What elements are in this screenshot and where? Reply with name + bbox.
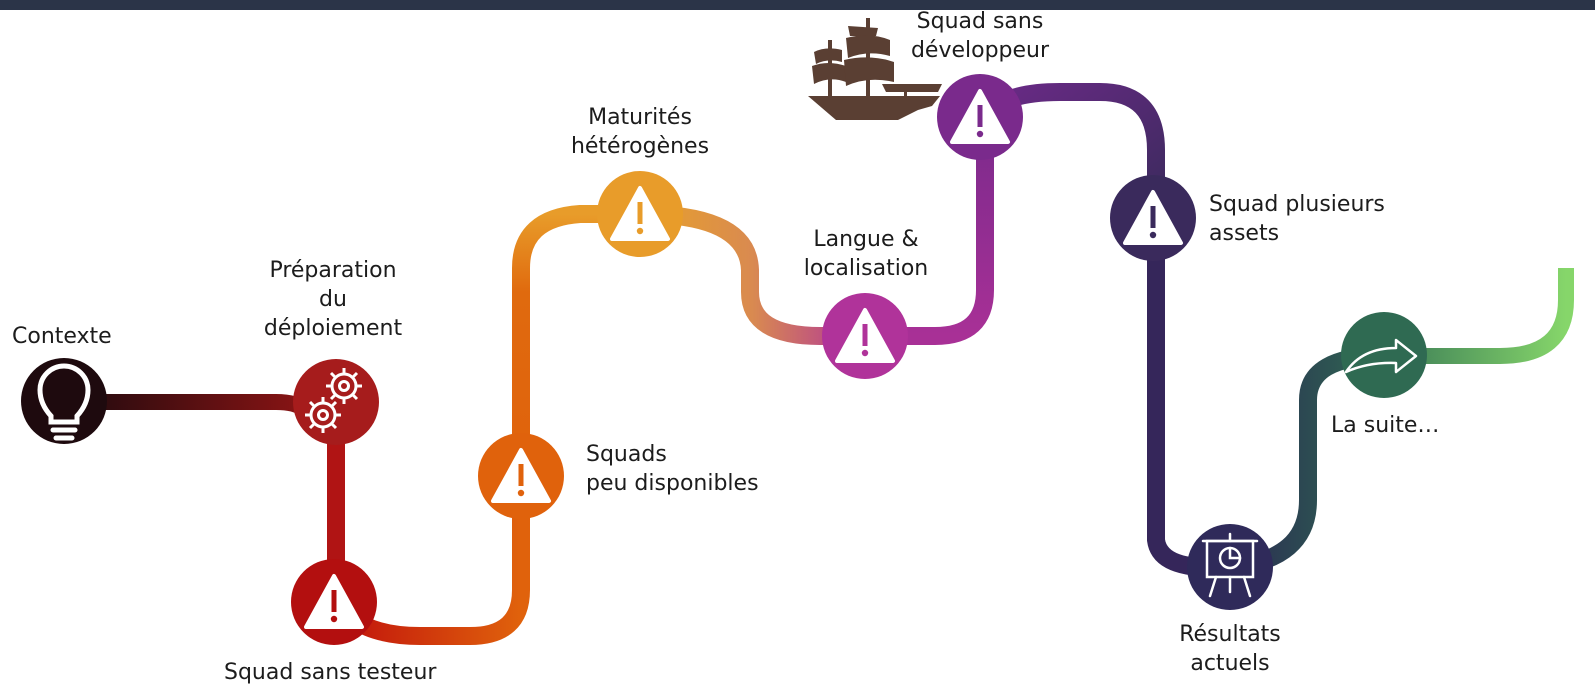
langue-node xyxy=(822,293,908,379)
squad-sans-testeur-node xyxy=(291,559,377,645)
warning-icon xyxy=(835,308,895,363)
squads-peu-disponibles-node xyxy=(478,433,564,519)
warning-icon xyxy=(610,186,670,241)
squad-sans-developpeur-node xyxy=(937,74,1023,160)
la-suite-label: La suite… xyxy=(1331,413,1440,438)
warning-icon xyxy=(304,574,364,629)
resultats-node xyxy=(1187,524,1273,610)
squad-plusieurs-assets-label: Squad plusieurs assets xyxy=(1209,192,1385,246)
contexte-node xyxy=(21,358,107,444)
arrow-right-icon xyxy=(1344,338,1418,374)
langue-label: Langue & localisation xyxy=(803,227,929,281)
preparation-label: Préparation du déploiement xyxy=(263,258,403,341)
warning-icon xyxy=(1123,190,1183,245)
lightbulb-icon xyxy=(37,363,91,441)
pirate-ship-icon xyxy=(808,18,942,120)
presentation-chart-icon xyxy=(1201,532,1259,598)
gears-icon xyxy=(305,368,362,433)
squad-sans-testeur-label: Squad sans testeur xyxy=(224,660,437,685)
top-bar xyxy=(0,0,1595,10)
maturites-label: Maturités hétérogènes xyxy=(570,105,710,159)
squad-plusieurs-assets-node xyxy=(1110,175,1196,261)
la-suite-node xyxy=(1341,312,1427,398)
preparation-node xyxy=(293,359,379,445)
squads-peu-disponibles-label: Squads peu disponibles xyxy=(586,442,759,496)
warning-icon xyxy=(950,89,1010,144)
contexte-label: Contexte xyxy=(12,324,112,349)
squad-sans-developpeur-label: Squad sans développeur xyxy=(910,9,1050,63)
maturites-node xyxy=(597,171,683,257)
resultats-label: Résultats actuels xyxy=(1179,622,1281,676)
warning-icon xyxy=(491,448,551,503)
